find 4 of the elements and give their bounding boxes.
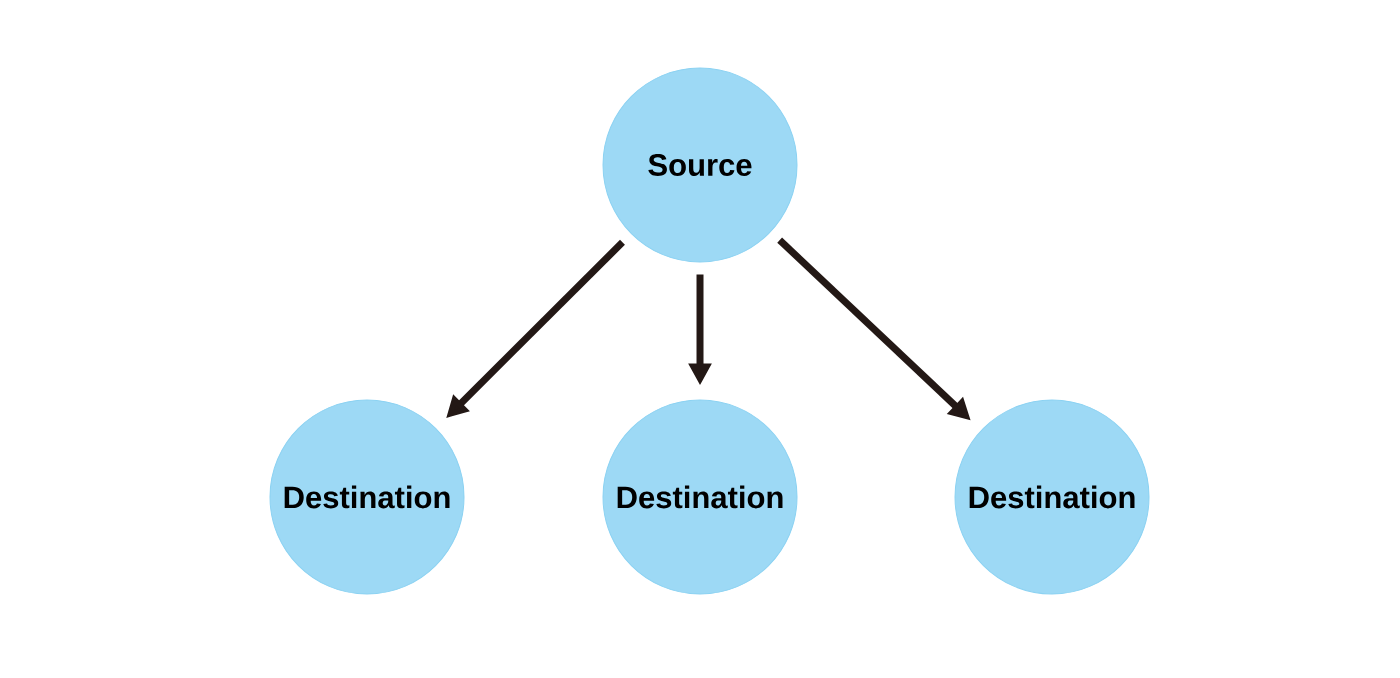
circle-node: Destination <box>269 399 465 595</box>
circle-node: Destination <box>954 399 1150 595</box>
circle-node: Source <box>602 67 798 263</box>
circle-node: Destination <box>602 399 798 595</box>
